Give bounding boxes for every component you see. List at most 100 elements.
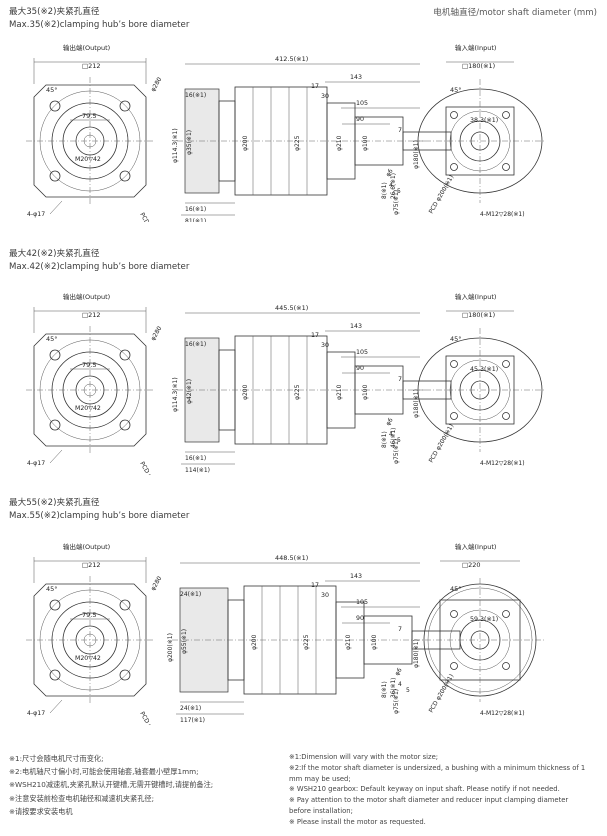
output-d1: 79.5 [82, 611, 96, 619]
input-label: 输入端(Input) [455, 542, 496, 551]
output-flange-outline [33, 333, 147, 447]
drawing-section-2: 输出端(Output)□21245°79.5M20▽424-φ17φ280PCD… [26, 292, 546, 476]
dia-180: φ180(※1) [413, 639, 420, 668]
output-dia-label: φ280 [150, 575, 164, 592]
dia-225: φ225 [294, 384, 301, 400]
length-5: 5 [406, 687, 410, 694]
dia-210: φ210 [336, 135, 343, 151]
bolt-hole [119, 100, 131, 112]
length-30: 30 [321, 342, 329, 349]
bolt-hole [49, 419, 61, 431]
bolt-hole [119, 170, 131, 182]
overall-length: 448.5(※1) [275, 554, 308, 562]
dia-bore: φ55(※1) [181, 629, 188, 654]
output-flange-outline [33, 84, 147, 198]
length-90: 90 [356, 365, 364, 372]
dia-200: φ200 [242, 135, 249, 151]
input-pcd: PCD φ200(※1) [428, 673, 456, 714]
bolt-hole [49, 349, 61, 361]
input-pcd: PCD φ200(※1) [428, 423, 456, 464]
output-angle: 45° [46, 335, 58, 343]
output-flange-outline [33, 583, 147, 697]
drawing-section-3: 输出端(Output)□21245°79.5M20▽424-φ17φ280PCD… [26, 542, 546, 725]
unit-label: 电机轴直径/motor shaft diameter (mm) [433, 8, 597, 18]
note-en-1: ※1:Dimension will vary with the motor si… [289, 753, 439, 761]
dia-75: φ75(※1) [393, 689, 400, 714]
dia-bore: φ35(※1) [186, 130, 193, 155]
hub-dim: 46(※1) [391, 428, 397, 448]
leader [49, 200, 63, 215]
bolt-hole [119, 349, 131, 361]
dia-180: φ180(※1) [413, 389, 420, 418]
drawing-section-1: 输出端(Output)□21245°79.5M20▽424-φ17φ280PCD… [26, 43, 546, 223]
input-bolt-hole [502, 111, 510, 119]
output-bolt-holes: 4-φ17 [27, 460, 45, 467]
section-2-title-en: Max.42(※2)clamping hub’s bore diameter [9, 262, 190, 272]
output-bolt-holes: 4-φ17 [27, 710, 45, 717]
input-d1: 38.3(※1) [470, 117, 498, 124]
dia-100: φ100 [362, 384, 369, 400]
input-bolt-hole [502, 412, 510, 420]
dia-6: φ6 [394, 667, 404, 677]
dia-75: φ75(※1) [393, 190, 400, 215]
input-d1: 59.3(※1) [470, 616, 498, 623]
input-bolt-hole [502, 662, 510, 670]
output-pcd-label: PCD φ250 [138, 212, 159, 223]
key-dim: 8(※1) [382, 681, 388, 698]
output-thread: M20▽42 [75, 405, 101, 412]
hub-dim: 36(※1) [391, 678, 397, 698]
input-square-dim: □220 [462, 561, 481, 569]
dia-6: φ6 [385, 168, 395, 178]
output-label: 输出端(Output) [63, 43, 110, 52]
dia-210: φ210 [336, 384, 343, 400]
output-dia-label: φ280 [150, 325, 164, 342]
note-en-2: ※2:If the motor shaft diameter is unders… [289, 763, 586, 783]
dia-200: φ200 [242, 384, 249, 400]
input-square-dim: □180(※1) [462, 311, 495, 319]
length-flange: 24(※1) [180, 591, 201, 598]
overall-length: 412.5(※1) [275, 55, 308, 63]
input-pcd: PCD φ200(※1) [428, 174, 456, 215]
length-90: 90 [356, 116, 364, 123]
leader [49, 699, 63, 714]
input-angle: 45° [450, 585, 462, 593]
length-17: 17 [311, 332, 319, 339]
output-dia-label: φ280 [150, 76, 164, 93]
dia-6: φ6 [385, 417, 395, 427]
dia-bore: φ42(※1) [186, 379, 193, 404]
length-30: 30 [321, 93, 329, 100]
output-d1: 79.5 [82, 361, 96, 369]
section-1-title-en: Max.35(※2)clamping hub’s bore diameter [9, 20, 190, 30]
output-thread: M20▽42 [75, 156, 101, 163]
input-bolt-hole [450, 610, 458, 618]
input-bolt-hole [502, 610, 510, 618]
bolt-hole [49, 599, 61, 611]
input-bolt-hole [450, 360, 458, 368]
length-bottom-1: 16(※1) [185, 206, 206, 213]
length-105: 105 [356, 599, 368, 606]
dia-100: φ100 [362, 135, 369, 151]
overall-length: 445.5(※1) [275, 304, 308, 312]
output-pcd-label: PCD φ250 [138, 461, 159, 476]
note-cn-1: ※1:尺寸会随电机尺寸而变化; [9, 754, 104, 763]
length-4: 4 [389, 431, 393, 438]
key-dim: 8(※1) [382, 431, 388, 448]
note-en-4: ※ Pay attention to the motor shaft diame… [289, 796, 569, 815]
dia-225: φ225 [303, 634, 310, 650]
input-bolt-hole [450, 163, 458, 171]
length-5: 5 [397, 437, 401, 444]
output-d1: 79.5 [82, 112, 96, 120]
note-cn-4: ※注意安装前检查电机轴径和减速机夹紧孔径; [9, 793, 155, 803]
dia-75: φ75(※1) [393, 439, 400, 464]
input-bolt-hole [450, 412, 458, 420]
output-bolt-holes: 4-φ17 [27, 211, 45, 218]
input-square-dim: □180(※1) [462, 62, 495, 70]
input-bolt-holes: 4-M12▽28(※1) [480, 710, 525, 717]
input-label: 输入端(Input) [455, 292, 496, 301]
leader [49, 449, 63, 464]
note-en-5: ※ Please install the motor as requested. [289, 817, 426, 826]
length-flange: 16(※1) [185, 92, 206, 99]
length-143: 143 [350, 74, 362, 81]
hub-dim: 26.6(※1) [391, 173, 397, 199]
length-bottom-2: 81(※1) [185, 218, 206, 222]
